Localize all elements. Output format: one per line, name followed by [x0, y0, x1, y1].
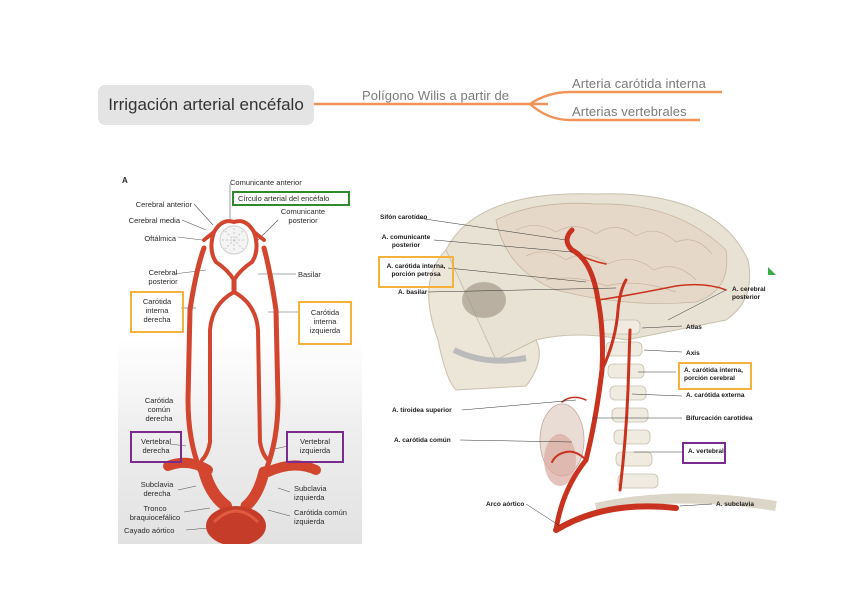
- label-carotida-comun-derecha: Carótida común derecha: [144, 396, 174, 423]
- label-carotida-cerebral: A. carótida interna, porción cerebral: [684, 367, 743, 382]
- label-carotida-interna-izquierda: Carótida interna izquierda: [309, 308, 341, 335]
- label-carotida-interna-derecha: Carótida interna derecha: [142, 297, 172, 324]
- carotida-cerebral-highlight-box: A. carótida interna, porción cerebral: [678, 362, 752, 390]
- label-circulo-arterial: Círculo arterial del encéfalo: [238, 194, 330, 203]
- label-cayado-aortico: Cayado aórtico: [124, 526, 175, 535]
- panel-letter-a: A: [122, 176, 128, 185]
- label-comunicante-posterior: Comunicante posterior: [280, 207, 326, 225]
- label-sifon-carotideo: Sifón carotídeo: [380, 214, 428, 221]
- label-bifurcacion-carotidea: Bifurcación carotídea: [686, 415, 753, 422]
- label-carotida-comun: A. carótida común: [394, 437, 451, 444]
- carotida-petrosa-highlight-box: A. carótida interna, porción petrosa: [378, 256, 454, 288]
- label-oftalmica: Oftálmica: [144, 234, 176, 243]
- label-a-cerebral-posterior: A. cerebral posterior: [732, 286, 766, 301]
- left-anatomy-figure: A Comunicante anterior Círculo arterial …: [118, 170, 362, 544]
- label-a-comunicante-posterior: A. comunicante posterior: [381, 234, 431, 249]
- label-comunicante-anterior: Comunicante anterior: [230, 178, 302, 187]
- green-triangle-icon: [768, 267, 776, 275]
- mindmap-branch-label[interactable]: Polígono Wilis a partir de: [362, 88, 510, 103]
- label-arco-aortico: Arco aórtico: [486, 501, 525, 508]
- mindmap-leaf-vertebrales[interactable]: Arterias vertebrales: [572, 104, 687, 119]
- vertebral-izquierda-highlight-box: Vertebral izquierda: [286, 431, 344, 463]
- vertebral-derecha-highlight-box: Vertebral derecha: [130, 431, 182, 463]
- carotida-izquierda-highlight-box: Carótida interna izquierda: [298, 301, 352, 345]
- label-cerebral-anterior: Cerebral anterior: [135, 200, 192, 209]
- label-carotida-petrosa: A. carótida interna, porción petrosa: [386, 263, 446, 278]
- mindmap-root-label: Irrigación arterial encéfalo: [108, 95, 304, 114]
- mindmap-leaf-carotida[interactable]: Arteria carótida interna: [572, 76, 706, 91]
- label-carotida-externa: A. carótida externa: [686, 392, 745, 399]
- label-vertebral-izquierda: Vertebral izquierda: [299, 437, 331, 455]
- label-tronco-braquiocefalico: Tronco braquiocefálico: [129, 504, 181, 522]
- label-a-basilar: A. basilar: [398, 289, 428, 296]
- mindmap-root-node[interactable]: Irrigación arterial encéfalo: [98, 85, 314, 125]
- label-axis: Axis: [686, 350, 700, 357]
- label-carotida-comun-izquierda: Carótida común izquierda: [294, 508, 347, 526]
- circulo-highlight-box: Círculo arterial del encéfalo: [232, 191, 350, 206]
- label-tiroidea-superior: A. tiroidea superior: [392, 407, 452, 414]
- skull-neck-drawing: [417, 193, 777, 533]
- label-vertebral-derecha: Vertebral derecha: [140, 437, 172, 455]
- label-subclavia-izquierda: Subclavia izquierda: [294, 484, 327, 502]
- label-basilar: Basilar: [298, 270, 321, 279]
- right-anatomy-figure: Sifón carotídeo A. comunicante posterior…: [376, 190, 796, 550]
- carotida-derecha-highlight-box: Carótida interna derecha: [130, 291, 184, 333]
- arterial-tree-drawing: [163, 184, 321, 544]
- vertebral-highlight-box: A. vertebral: [682, 442, 726, 464]
- label-subclavia-derecha: Subclavia derecha: [140, 480, 174, 498]
- label-cerebral-posterior: Cerebral posterior: [148, 268, 178, 286]
- mindmap-connectors: [314, 90, 722, 122]
- label-a-vertebral: A. vertebral: [688, 448, 724, 455]
- label-a-subclavia: A. subclavia: [716, 501, 754, 508]
- label-cerebral-media: Cerebral media: [128, 216, 180, 225]
- label-atlas: Atlas: [686, 324, 702, 331]
